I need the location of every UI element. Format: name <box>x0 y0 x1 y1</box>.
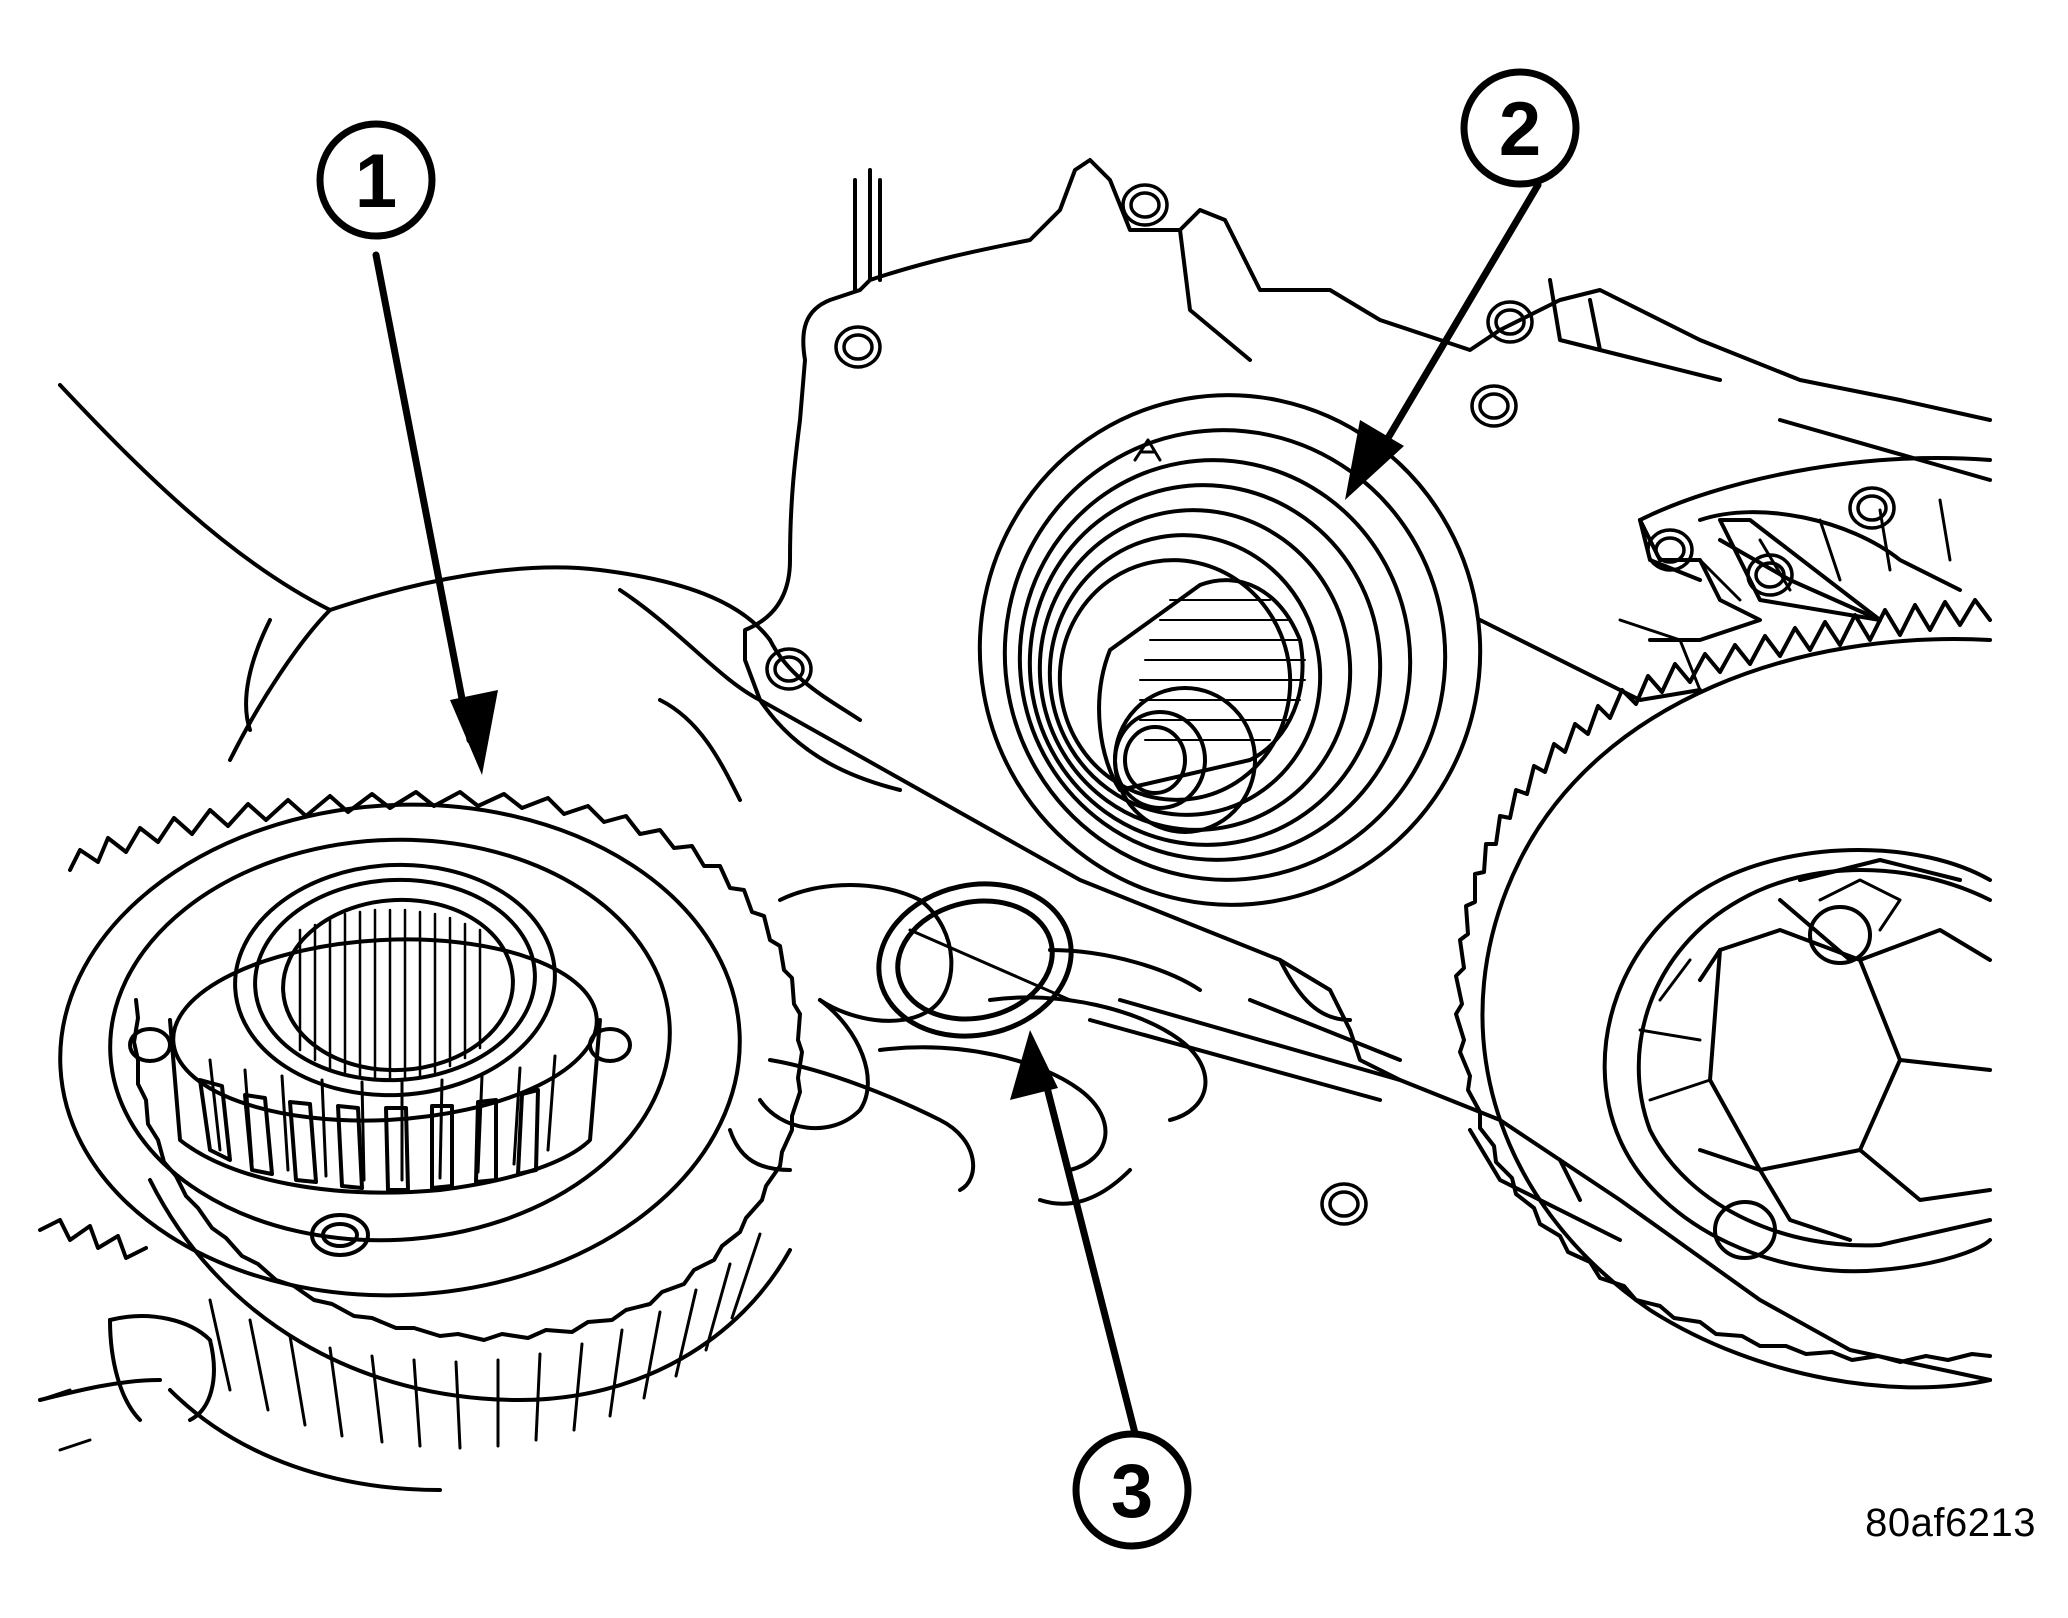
hand-outline <box>38 383 1208 1422</box>
callout-arrows <box>372 181 1542 1449</box>
transmission-case <box>743 158 1992 1382</box>
leader-line-1 <box>372 251 474 744</box>
arrowhead-3 <box>1010 1030 1058 1100</box>
callout-circle-3 <box>1072 1430 1192 1550</box>
arrowhead-1 <box>450 690 498 775</box>
callout-label-1: 1 <box>355 139 397 224</box>
callout-label-2: 2 <box>1499 87 1541 172</box>
figure-id-label: 80af6213 <box>1865 1501 2036 1545</box>
callout-circle-1 <box>316 120 436 240</box>
thrust-washer <box>876 881 1074 1039</box>
case-bolt-holes <box>765 183 1896 1226</box>
leader-line-2 <box>1371 181 1542 464</box>
helical-gear <box>38 790 804 1492</box>
synchronizer-hub <box>1602 848 1992 1274</box>
ring-gear <box>1454 456 1992 1390</box>
callout-label-3: 3 <box>1111 1449 1153 1534</box>
leader-line-3 <box>1036 1056 1142 1449</box>
output-bearing-race <box>977 393 1483 907</box>
output-shaft <box>1097 438 1306 834</box>
arrowhead-2 <box>1345 420 1404 500</box>
callout-circle-2 <box>1460 68 1580 188</box>
callout-1: 1 <box>316 120 436 240</box>
callout-2: 2 <box>1460 68 1580 188</box>
callout-3: 3 <box>1072 1430 1192 1550</box>
